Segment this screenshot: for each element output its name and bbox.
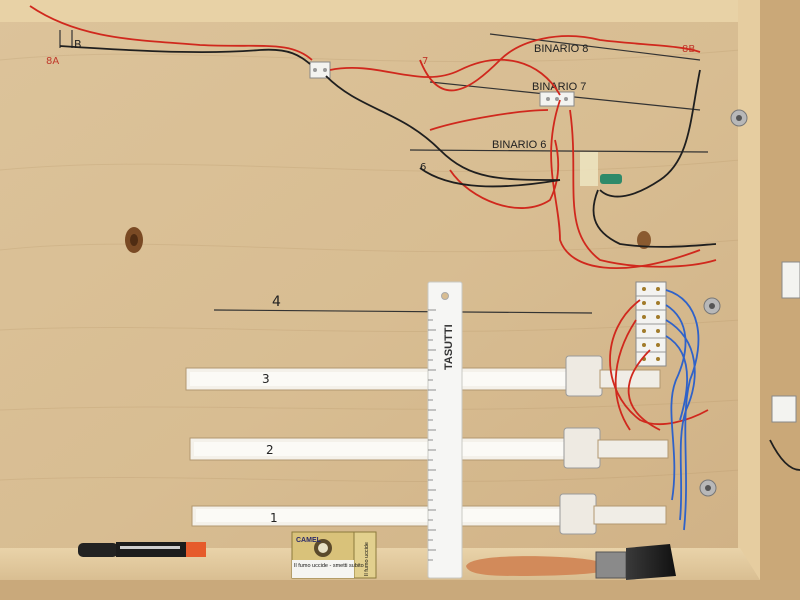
tape-strip: [580, 152, 598, 186]
label-track-3: 3: [262, 372, 270, 386]
ruler-brand: TASUTTI: [443, 324, 455, 370]
screw-center: [705, 485, 711, 491]
top-board-edge: [0, 0, 800, 22]
shelf-front: [0, 580, 800, 600]
label-b: B: [74, 38, 82, 51]
track-slot-3: [185, 355, 661, 397]
marker-pen: [78, 542, 206, 557]
screw-center: [736, 115, 742, 121]
wood-knot-core: [130, 234, 138, 246]
terminal-block-main: [635, 281, 667, 367]
pack-warning-side: Il fumo uccide: [364, 542, 370, 576]
wood-grain: [0, 49, 741, 483]
pack-brand: CAMEL: [296, 537, 322, 544]
pack-warning: Il fumo uccide - smetti subito: [294, 563, 364, 569]
wire-tag-7: 7: [422, 56, 428, 67]
label-binario-6: BINARIO 6: [492, 139, 546, 151]
label-8a: 8A: [46, 56, 59, 67]
track-slot-1: [191, 493, 667, 535]
terminal-block-top-left: [309, 61, 331, 79]
terminal-block-upper: [539, 91, 575, 107]
right-wall-edge: [738, 0, 760, 600]
ruler: TASUTTI: [427, 281, 463, 579]
label-track-1: 1: [270, 511, 278, 525]
label-track-4: 4: [272, 294, 281, 310]
wood-knot: [637, 231, 651, 249]
adjacent-bay: [760, 0, 800, 600]
label-binario-8: BINARIO 8: [534, 43, 588, 55]
cigarette-pack: CAMEL Il fumo uccide - smetti subito Il …: [291, 531, 377, 579]
ruler-ticks: [428, 309, 436, 561]
label-track-2: 2: [266, 443, 274, 457]
track-slot-2: [189, 427, 669, 469]
pencil-track-lines: [59, 30, 709, 314]
red-wires: [29, 5, 717, 431]
green-component: [600, 174, 622, 184]
label-binario-7: BINARIO 7: [532, 81, 586, 93]
terminal-block-right-bay: [771, 261, 800, 423]
screw-center: [709, 303, 715, 309]
blue-wires: [665, 289, 700, 531]
wire-tag-6: 6: [420, 162, 426, 173]
black-wires: [59, 45, 800, 471]
paint-brush: [466, 544, 676, 580]
